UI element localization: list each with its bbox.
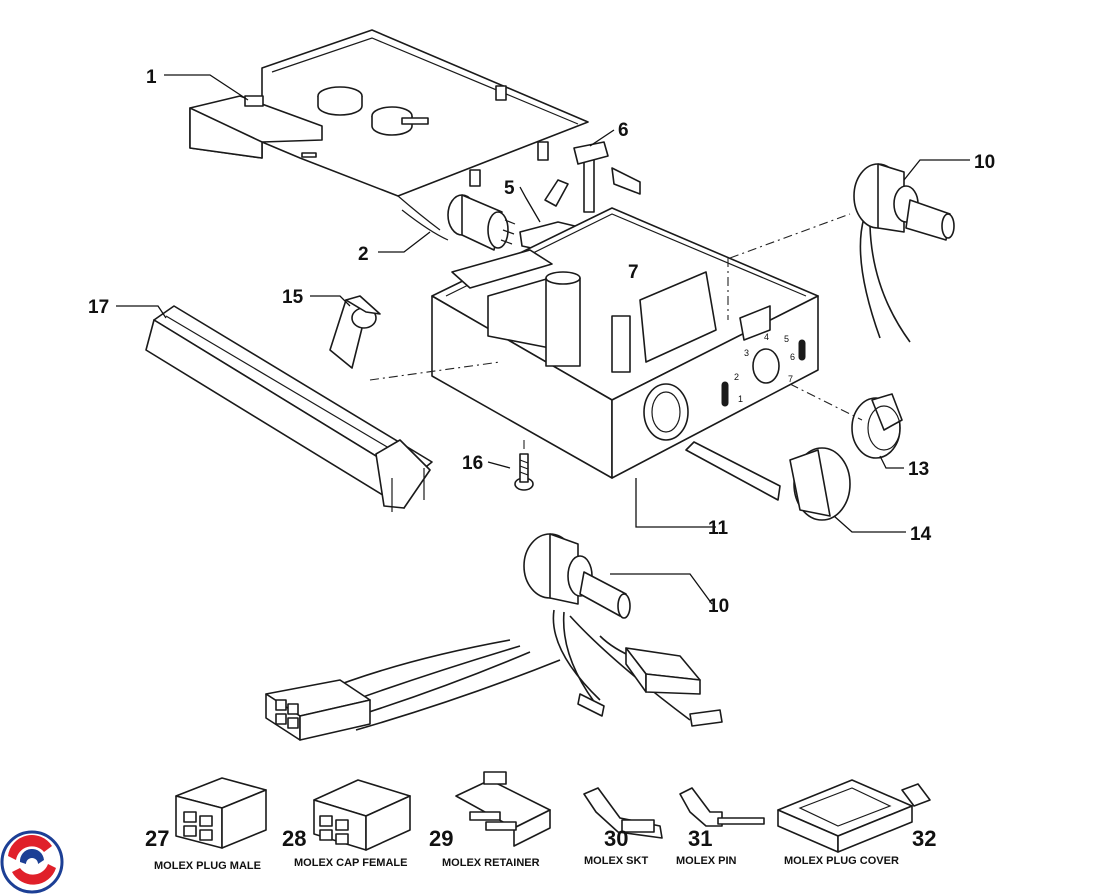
callout-11: 11 [708, 518, 729, 539]
caption-31: MOLEX PIN [676, 855, 737, 867]
callout-17: 17 [88, 297, 109, 318]
caption-29: MOLEX RETAINER [442, 857, 540, 869]
callout-15: 15 [282, 287, 304, 308]
part-30-molex-skt [583, 787, 663, 839]
callout-29: 29 [429, 826, 453, 851]
alignment-lines [369, 213, 863, 452]
part-32-molex-plug-cover [777, 779, 931, 853]
part-28-molex-cap-female [313, 779, 411, 851]
part-14-pilot-lamp [685, 441, 851, 521]
part-2-thermostat-bulb [397, 194, 516, 251]
caption-30: MOLEX SKT [584, 855, 648, 867]
callout-28: 28 [282, 826, 306, 851]
part-17-rail [145, 305, 433, 512]
part-10-potentiometer-harness [265, 533, 723, 741]
callout-10-top: 10 [974, 152, 995, 173]
leader-lines [116, 74, 970, 605]
dial-mark-3: 3 [744, 348, 749, 358]
dial-mark-4: 4 [764, 332, 769, 342]
callout-16: 16 [462, 453, 483, 474]
dial-mark-5: 5 [784, 334, 789, 344]
caption-27: MOLEX PLUG MALE [154, 860, 261, 872]
part-31-molex-pin [679, 787, 765, 827]
dial-mark-7: 7 [788, 374, 793, 384]
callout-31: 31 [688, 826, 712, 851]
part-27-molex-plug-male [175, 777, 267, 849]
callout-13: 13 [908, 459, 929, 480]
part-15-bracket [329, 295, 381, 369]
callout-1: 1 [146, 67, 157, 88]
caption-28: MOLEX CAP FEMALE [294, 857, 407, 869]
callout-10-bottom: 10 [708, 596, 729, 617]
part-13-knob [851, 393, 903, 459]
part-16-screw [514, 453, 534, 491]
part-captions: MOLEX PLUG MALE MOLEX CAP FEMALE MOLEX R… [154, 855, 899, 872]
callout-6: 6 [618, 120, 629, 141]
part-1-cover-plate [189, 29, 589, 197]
caption-32: MOLEX PLUG COVER [784, 855, 899, 867]
callout-2: 2 [358, 244, 369, 265]
dial-mark-6: 6 [790, 352, 795, 362]
swirl-logo-icon [0, 830, 64, 894]
callout-30: 30 [604, 826, 628, 851]
callout-32: 32 [912, 826, 936, 851]
callout-14: 14 [910, 524, 932, 545]
callout-5: 5 [504, 178, 515, 199]
callout-labels: 1 2 5 6 7 10 10 11 13 14 15 16 17 27 28 … [88, 67, 995, 851]
dial-mark-1: 1 [738, 394, 743, 404]
part-11-control-box: 1 2 3 4 5 6 7 [431, 207, 819, 479]
dial-mark-2: 2 [734, 372, 739, 382]
part-29-molex-retainer [455, 771, 551, 847]
callout-7: 7 [628, 262, 639, 283]
part-10-potentiometer-top [853, 163, 955, 343]
callout-27: 27 [145, 826, 169, 851]
